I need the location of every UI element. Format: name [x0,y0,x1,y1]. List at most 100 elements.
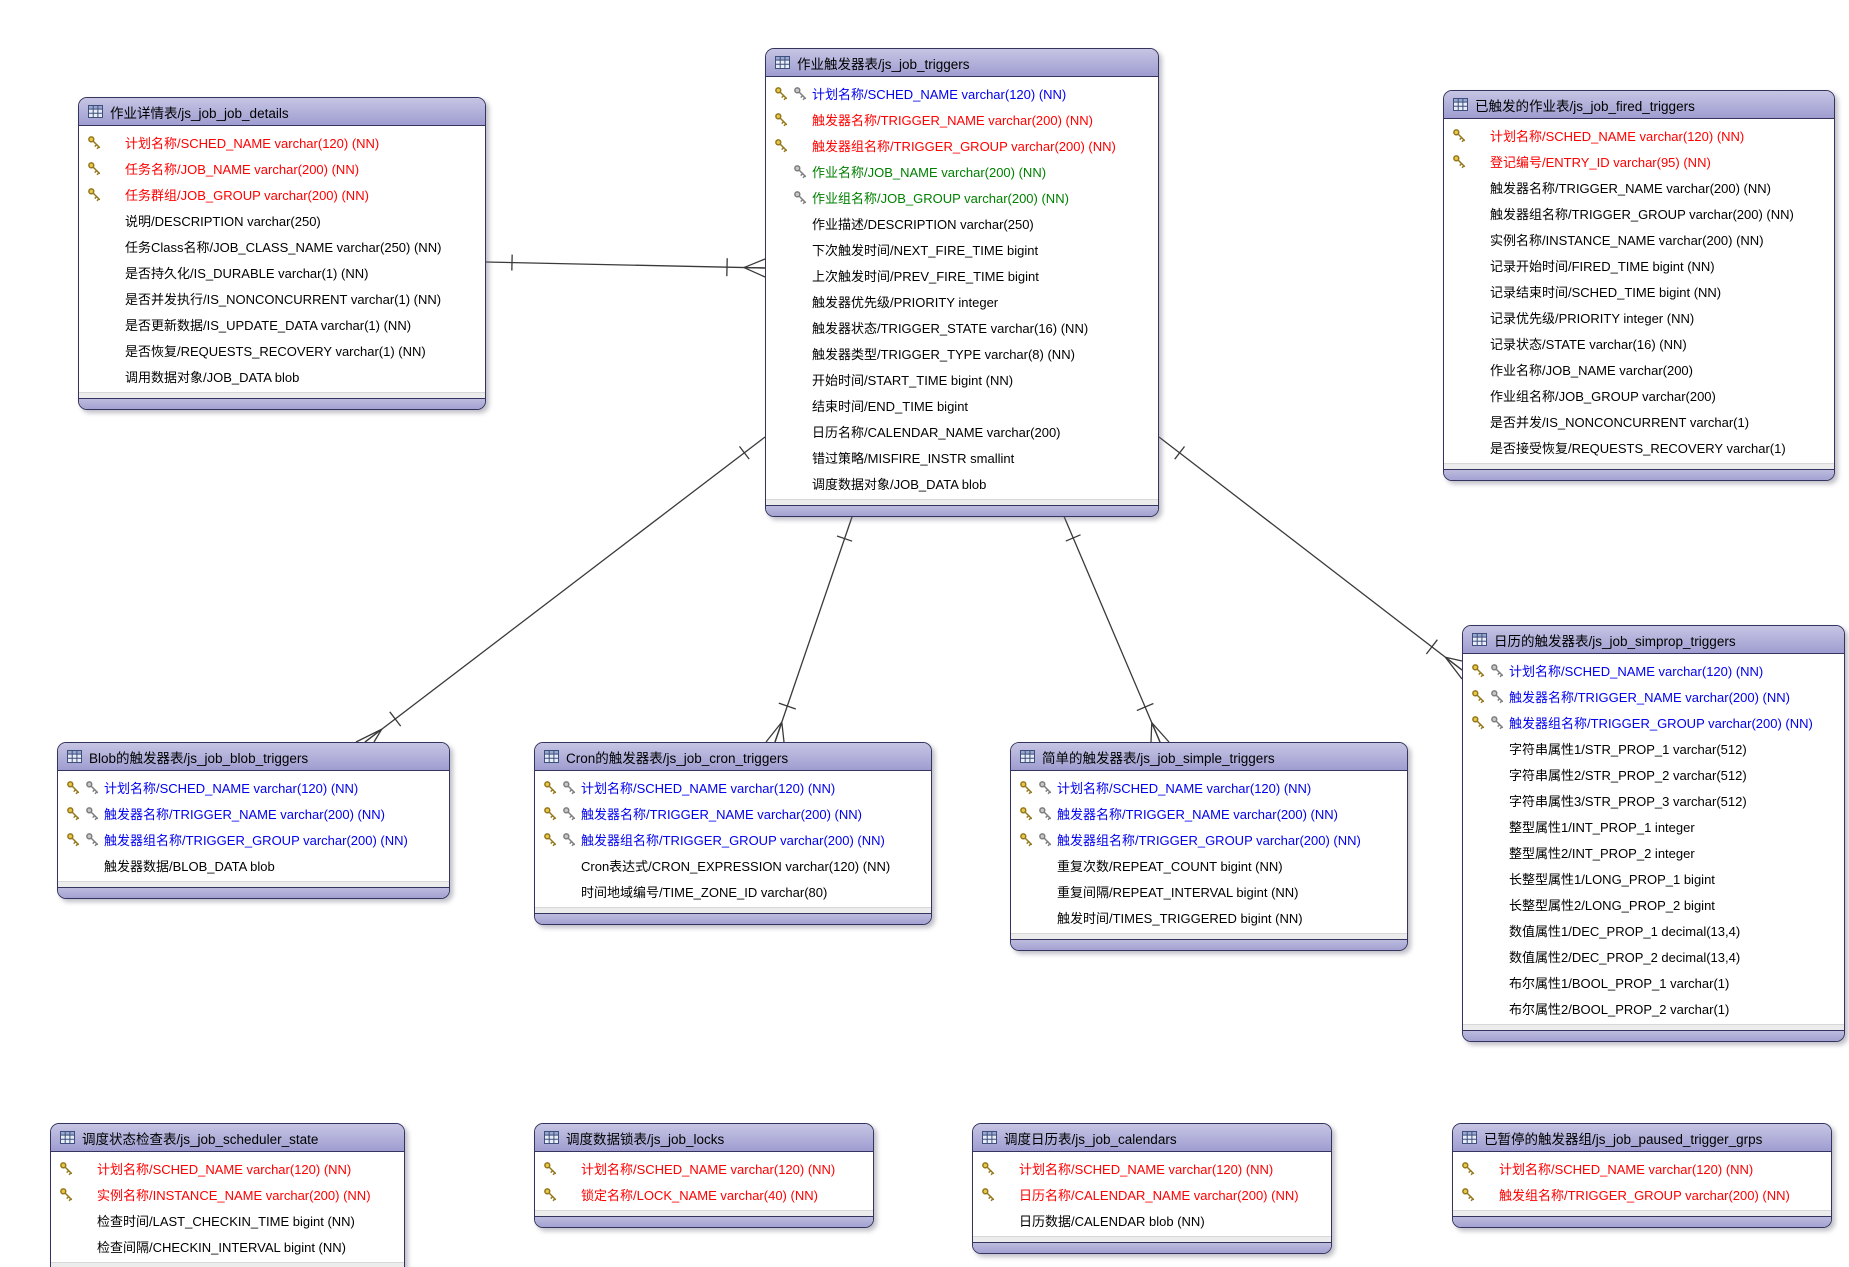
column-row[interactable]: 字符串属性3/STR_PROP_3 varchar(512) [1463,787,1844,813]
column-row[interactable]: 触发时间/TIMES_TRIGGERED bigint (NN) [1011,904,1407,930]
column-row[interactable]: 日历名称/CALENDAR_NAME varchar(200) [766,418,1158,444]
relationship-triggers-simprop_triggers[interactable] [1158,436,1463,680]
column-row[interactable]: 数值属性1/DEC_PROP_1 decimal(13,4) [1463,917,1844,943]
column-row[interactable]: 时间地域编号/TIME_ZONE_ID varchar(80) [535,878,931,904]
column-row[interactable]: 下次触发时间/NEXT_FIRE_TIME bigint [766,236,1158,262]
table-header[interactable]: 日历的触发器表/js_job_simprop_triggers [1463,626,1844,654]
column-row[interactable]: 计划名称/SCHED_NAME varchar(120) (NN) [1463,657,1844,683]
column-row[interactable]: 计划名称/SCHED_NAME varchar(120) (NN) [535,1155,873,1181]
column-row[interactable]: 任务名称/JOB_NAME varchar(200) (NN) [79,155,485,181]
table-header[interactable]: 作业触发器表/js_job_triggers [766,49,1158,77]
column-row[interactable]: 错过策略/MISFIRE_INSTR smallint [766,444,1158,470]
column-row[interactable]: 作业描述/DESCRIPTION varchar(250) [766,210,1158,236]
column-row[interactable]: 日历名称/CALENDAR_NAME varchar(200) (NN) [973,1181,1331,1207]
relationship-job_details-triggers[interactable] [485,254,766,278]
column-row[interactable]: 任务Class名称/JOB_CLASS_NAME varchar(250) (N… [79,233,485,259]
table-header[interactable]: 调度数据锁表/js_job_locks [535,1124,873,1152]
column-row[interactable]: 触发器数据/BLOB_DATA blob [58,852,449,878]
column-row[interactable]: 作业名称/JOB_NAME varchar(200) (NN) [766,158,1158,184]
column-row[interactable]: 日历数据/CALENDAR blob (NN) [973,1207,1331,1233]
column-row[interactable]: Cron表达式/CRON_EXPRESSION varchar(120) (NN… [535,852,931,878]
column-row[interactable]: 调用数据对象/JOB_DATA blob [79,363,485,389]
table-header[interactable]: Cron的触发器表/js_job_cron_triggers [535,743,931,771]
column-row[interactable]: 登记编号/ENTRY_ID varchar(95) (NN) [1444,148,1834,174]
column-row[interactable]: 触发器组名称/TRIGGER_GROUP varchar(200) (NN) [535,826,931,852]
column-row[interactable]: 上次触发时间/PREV_FIRE_TIME bigint [766,262,1158,288]
table-header[interactable]: 已暂停的触发器组/js_job_paused_trigger_grps [1453,1124,1831,1152]
table-header[interactable]: 简单的触发器表/js_job_simple_triggers [1011,743,1407,771]
column-row[interactable]: 是否并发/IS_NONCONCURRENT varchar(1) [1444,408,1834,434]
column-row[interactable]: 记录开始时间/FIRED_TIME bigint (NN) [1444,252,1834,278]
column-row[interactable]: 计划名称/SCHED_NAME varchar(120) (NN) [51,1155,404,1181]
table-header[interactable]: 已触发的作业表/js_job_fired_triggers [1444,91,1834,119]
column-row[interactable]: 数值属性2/DEC_PROP_2 decimal(13,4) [1463,943,1844,969]
entity-table-simprop_triggers[interactable]: 日历的触发器表/js_job_simprop_triggers 计划名称/SCHE… [1462,625,1845,1042]
column-row[interactable]: 触发器优先级/PRIORITY integer [766,288,1158,314]
column-row[interactable]: 是否持久化/IS_DURABLE varchar(1) (NN) [79,259,485,285]
relationship-triggers-blob_triggers[interactable] [355,436,766,743]
column-row[interactable]: 检查时间/LAST_CHECKIN_TIME bigint (NN) [51,1207,404,1233]
column-row[interactable]: 是否更新数据/IS_UPDATE_DATA varchar(1) (NN) [79,311,485,337]
entity-table-locks[interactable]: 调度数据锁表/js_job_locks 计划名称/SCHED_NAME varch… [534,1123,874,1228]
column-row[interactable]: 计划名称/SCHED_NAME varchar(120) (NN) [1011,774,1407,800]
column-row[interactable]: 检查间隔/CHECKIN_INTERVAL bigint (NN) [51,1233,404,1259]
column-row[interactable]: 触发器名称/TRIGGER_NAME varchar(200) (NN) [1463,683,1844,709]
column-row[interactable]: 布尔属性1/BOOL_PROP_1 varchar(1) [1463,969,1844,995]
column-row[interactable]: 重复次数/REPEAT_COUNT bigint (NN) [1011,852,1407,878]
column-row[interactable]: 是否恢复/REQUESTS_RECOVERY varchar(1) (NN) [79,337,485,363]
entity-table-simple_triggers[interactable]: 简单的触发器表/js_job_simple_triggers 计划名称/SCHED… [1010,742,1408,951]
column-row[interactable]: 触发器名称/TRIGGER_NAME varchar(200) (NN) [1444,174,1834,200]
relationship-triggers-simple_triggers[interactable] [1062,513,1170,743]
column-row[interactable]: 整型属性2/INT_PROP_2 integer [1463,839,1844,865]
table-header[interactable]: 调度日历表/js_job_calendars [973,1124,1331,1152]
column-row[interactable]: 计划名称/SCHED_NAME varchar(120) (NN) [58,774,449,800]
column-row[interactable]: 锁定名称/LOCK_NAME varchar(40) (NN) [535,1181,873,1207]
column-row[interactable]: 长整型属性1/LONG_PROP_1 bigint [1463,865,1844,891]
column-row[interactable]: 触发组名称/TRIGGER_GROUP varchar(200) (NN) [1453,1181,1831,1207]
column-row[interactable]: 触发器组名称/TRIGGER_GROUP varchar(200) (NN) [766,132,1158,158]
column-row[interactable]: 作业组名称/JOB_GROUP varchar(200) (NN) [766,184,1158,210]
column-row[interactable]: 结束时间/END_TIME bigint [766,392,1158,418]
column-row[interactable]: 触发器名称/TRIGGER_NAME varchar(200) (NN) [766,106,1158,132]
entity-table-paused_trigger_grps[interactable]: 已暂停的触发器组/js_job_paused_trigger_grps 计划名称/… [1452,1123,1832,1228]
column-row[interactable]: 是否并发执行/IS_NONCONCURRENT varchar(1) (NN) [79,285,485,311]
column-row[interactable]: 记录结束时间/SCHED_TIME bigint (NN) [1444,278,1834,304]
column-row[interactable]: 作业组名称/JOB_GROUP varchar(200) [1444,382,1834,408]
column-row[interactable]: 触发器名称/TRIGGER_NAME varchar(200) (NN) [535,800,931,826]
column-row[interactable]: 记录优先级/PRIORITY integer (NN) [1444,304,1834,330]
column-row[interactable]: 是否接受恢复/REQUESTS_RECOVERY varchar(1) [1444,434,1834,460]
column-row[interactable]: 计划名称/SCHED_NAME varchar(120) (NN) [535,774,931,800]
column-row[interactable]: 触发器名称/TRIGGER_NAME varchar(200) (NN) [58,800,449,826]
relationship-triggers-cron_triggers[interactable] [765,513,854,743]
column-row[interactable]: 字符串属性1/STR_PROP_1 varchar(512) [1463,735,1844,761]
column-row[interactable]: 触发器名称/TRIGGER_NAME varchar(200) (NN) [1011,800,1407,826]
column-row[interactable]: 重复间隔/REPEAT_INTERVAL bigint (NN) [1011,878,1407,904]
column-row[interactable]: 计划名称/SCHED_NAME varchar(120) (NN) [1453,1155,1831,1181]
entity-table-scheduler_state[interactable]: 调度状态检查表/js_job_scheduler_state 计划名称/SCHED… [50,1123,405,1267]
entity-table-cron_triggers[interactable]: Cron的触发器表/js_job_cron_triggers 计划名称/SCHED… [534,742,932,925]
column-row[interactable]: 说明/DESCRIPTION varchar(250) [79,207,485,233]
table-header[interactable]: 调度状态检查表/js_job_scheduler_state [51,1124,404,1152]
column-row[interactable]: 触发器组名称/TRIGGER_GROUP varchar(200) (NN) [1011,826,1407,852]
column-row[interactable]: 触发器组名称/TRIGGER_GROUP varchar(200) (NN) [1444,200,1834,226]
entity-table-calendars[interactable]: 调度日历表/js_job_calendars 计划名称/SCHED_NAME va… [972,1123,1332,1254]
column-row[interactable]: 计划名称/SCHED_NAME varchar(120) (NN) [79,129,485,155]
column-row[interactable]: 布尔属性2/BOOL_PROP_2 varchar(1) [1463,995,1844,1021]
column-row[interactable]: 记录状态/STATE varchar(16) (NN) [1444,330,1834,356]
column-row[interactable]: 触发器状态/TRIGGER_STATE varchar(16) (NN) [766,314,1158,340]
column-row[interactable]: 实例名称/INSTANCE_NAME varchar(200) (NN) [51,1181,404,1207]
column-row[interactable]: 调度数据对象/JOB_DATA blob [766,470,1158,496]
column-row[interactable]: 字符串属性2/STR_PROP_2 varchar(512) [1463,761,1844,787]
column-row[interactable]: 计划名称/SCHED_NAME varchar(120) (NN) [973,1155,1331,1181]
column-row[interactable]: 触发器类型/TRIGGER_TYPE varchar(8) (NN) [766,340,1158,366]
column-row[interactable]: 实例名称/INSTANCE_NAME varchar(200) (NN) [1444,226,1834,252]
column-row[interactable]: 触发器组名称/TRIGGER_GROUP varchar(200) (NN) [58,826,449,852]
column-row[interactable]: 任务群组/JOB_GROUP varchar(200) (NN) [79,181,485,207]
column-row[interactable]: 作业名称/JOB_NAME varchar(200) [1444,356,1834,382]
column-row[interactable]: 长整型属性2/LONG_PROP_2 bigint [1463,891,1844,917]
column-row[interactable]: 触发器组名称/TRIGGER_GROUP varchar(200) (NN) [1463,709,1844,735]
